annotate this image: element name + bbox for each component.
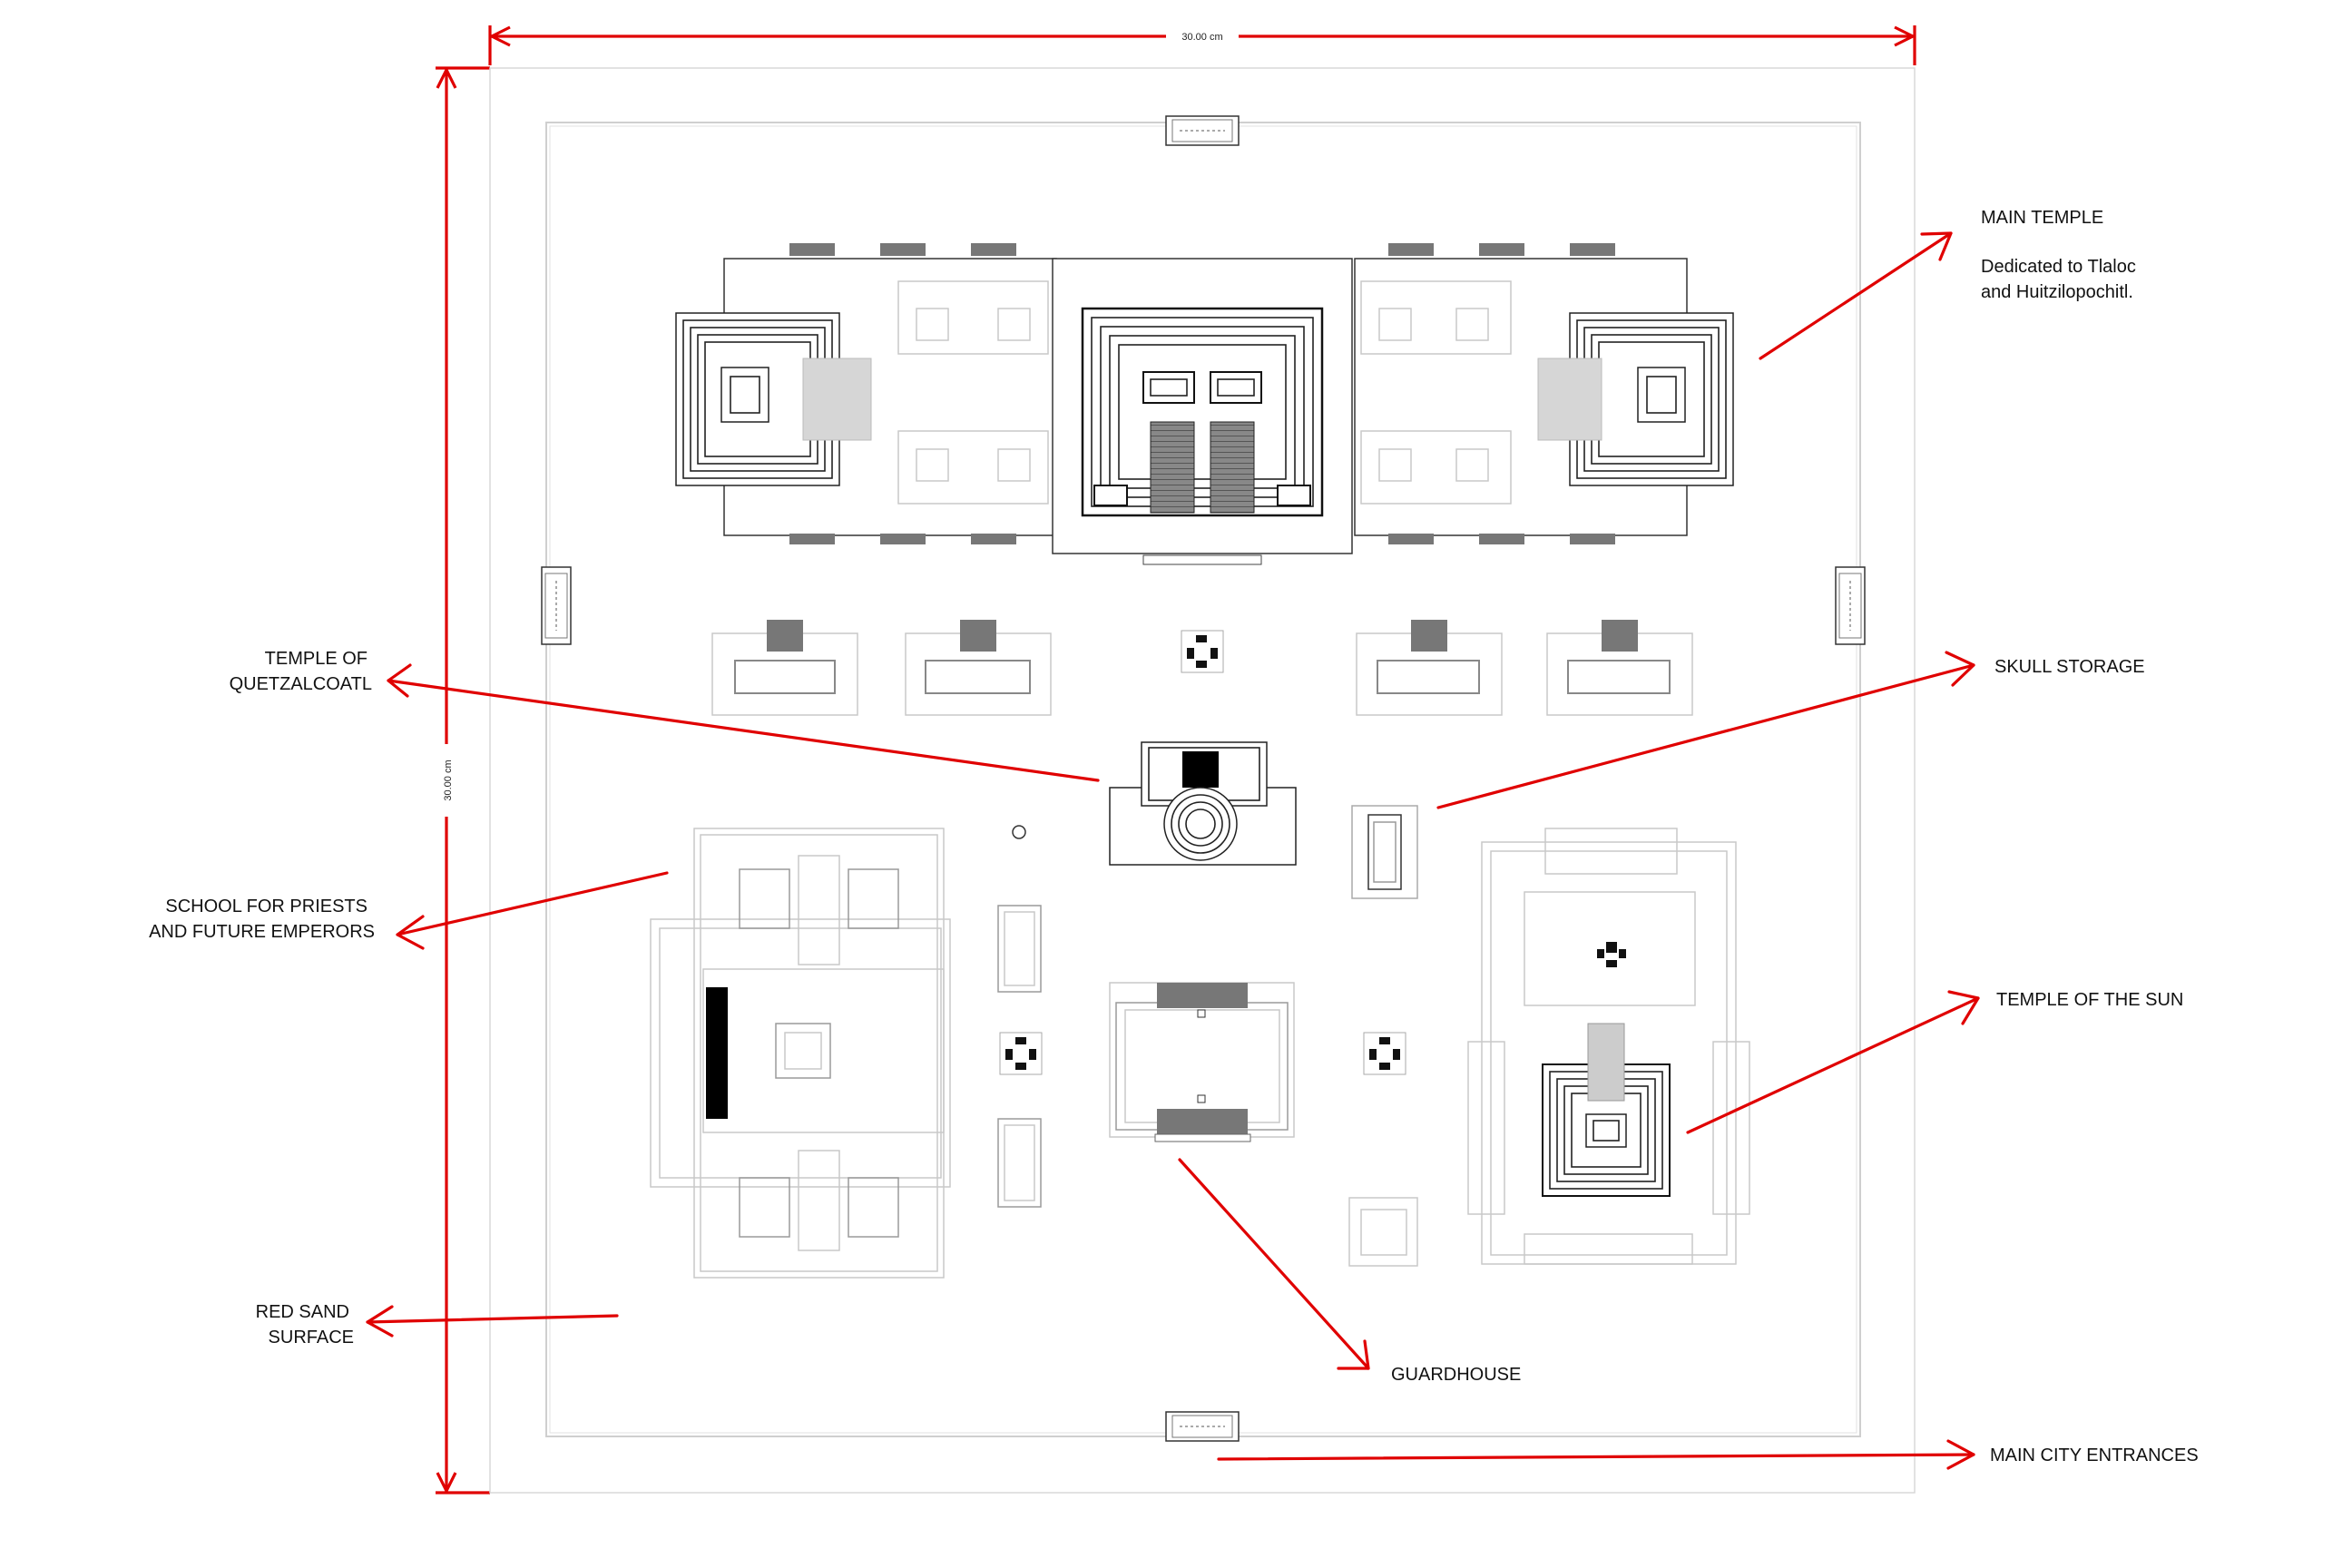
shrine-row xyxy=(711,620,1693,716)
label-main-temple-note-2: and Huitzilopochitl. xyxy=(1981,282,2133,302)
platform-west-south xyxy=(997,1118,1042,1208)
city-entrance-west xyxy=(541,566,572,645)
city-entrance-north xyxy=(1165,115,1240,146)
label-temple-of-the-sun: TEMPLE OF THE SUN xyxy=(1996,990,2183,1010)
temple-of-quetzalcoatl xyxy=(1109,741,1297,866)
small-pavilion xyxy=(1348,1197,1418,1267)
temple-of-the-sun xyxy=(1467,828,1750,1265)
dimension-height: 30.00 cm xyxy=(436,66,490,1494)
arrow-temple-of-quetzalcoatl xyxy=(387,663,1100,782)
small-altar-east xyxy=(1363,1032,1406,1075)
small-altar-north xyxy=(1181,630,1224,673)
skull-storage xyxy=(1351,805,1418,899)
label-temple-of-quetzalcoatl-1: TEMPLE OF xyxy=(265,649,368,669)
arrow-main-temple xyxy=(1759,231,1953,360)
arrow-school xyxy=(396,871,669,950)
city-entrance-south xyxy=(1165,1411,1240,1442)
label-school-2: AND FUTURE EMPERORS xyxy=(149,922,375,942)
school-for-priests xyxy=(650,828,951,1279)
arrow-main-city-entrances xyxy=(1217,1439,1975,1470)
dimension-height-label: 30.00 cm xyxy=(443,760,454,800)
arrow-guardhouse xyxy=(1178,1158,1370,1370)
label-red-sand-2: SURFACE xyxy=(269,1328,354,1348)
arrow-temple-of-the-sun xyxy=(1686,990,1980,1134)
main-temple xyxy=(675,243,1734,565)
arrow-red-sand-surface xyxy=(366,1305,619,1338)
label-main-temple: MAIN TEMPLE xyxy=(1981,208,2103,228)
label-main-city-entrances: MAIN CITY ENTRANCES xyxy=(1990,1446,2199,1465)
label-school-1: SCHOOL FOR PRIESTS xyxy=(165,897,368,916)
dimension-width: 30.00 cm xyxy=(488,25,1916,65)
label-red-sand-1: RED SAND xyxy=(256,1302,349,1322)
dimension-width-label: 30.00 cm xyxy=(1181,32,1222,43)
label-main-temple-note-1: Dedicated to Tlaloc xyxy=(1981,257,2136,277)
label-guardhouse: GUARDHOUSE xyxy=(1391,1365,1521,1385)
platform-west-north xyxy=(997,905,1042,993)
arrow-skull-storage xyxy=(1436,651,1975,809)
small-altar-west xyxy=(999,1032,1043,1075)
small-marker xyxy=(1012,825,1026,839)
label-skull-storage: SKULL STORAGE xyxy=(1994,657,2145,677)
label-temple-of-quetzalcoatl-2: QUETZALCOATL xyxy=(230,674,372,694)
guardhouse xyxy=(1109,982,1295,1142)
city-entrance-east xyxy=(1835,566,1866,645)
